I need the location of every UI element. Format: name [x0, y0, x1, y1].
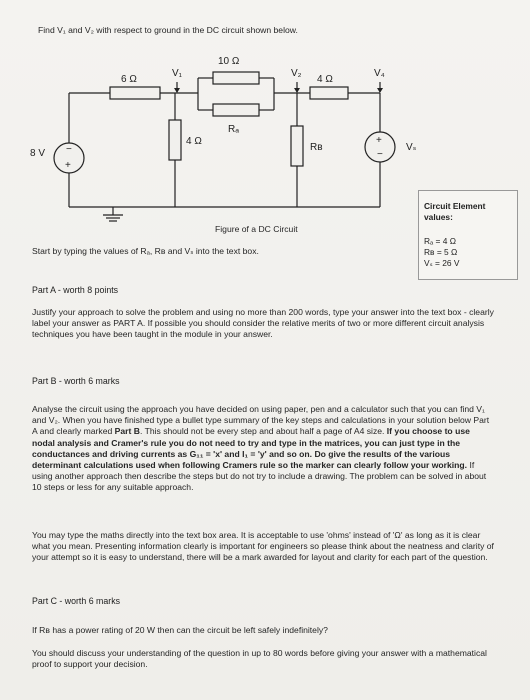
- label-vs-plus: +: [376, 135, 382, 146]
- label-vs-minus: −: [377, 149, 383, 160]
- label-10ohm: 10 Ω: [218, 56, 240, 67]
- part-b-bold-label: Part B: [114, 426, 140, 437]
- label-source-minus: −: [66, 144, 72, 155]
- label-4ohm-mid: 4 Ω: [186, 136, 202, 147]
- part-b-heading: Part B - worth 6 marks: [32, 376, 120, 386]
- figure-caption: Figure of a DC Circuit: [215, 224, 298, 234]
- label-8v: 8 V: [30, 148, 45, 159]
- value-vs: Vₛ = 26 V: [424, 258, 460, 268]
- part-b-body1: Analyse the circuit using the approach y…: [32, 404, 494, 494]
- part-a-heading: Part A - worth 8 points: [32, 285, 119, 295]
- circuit-diagram: 10 Ω 6 Ω V₁ V₂ 4 Ω V₄ Rₐ 4 Ω Rʙ Vₛ 8 V −…: [30, 56, 417, 222]
- value-rb: Rʙ = 5 Ω: [424, 247, 458, 257]
- resistor-ra: [212, 103, 260, 117]
- resistor-10ohm: [212, 71, 260, 85]
- part-b-text-2: . This should not be every step and abou…: [139, 426, 387, 437]
- part-c-body: You should discuss your understanding of…: [32, 648, 494, 670]
- label-ra: Rₐ: [228, 124, 239, 135]
- element-values-title: Circuit Element values:: [424, 201, 486, 222]
- part-b-bold-cramer: If you choose to use nodal analysis and …: [32, 426, 470, 471]
- value-ra: Rₐ = 4 Ω: [424, 236, 456, 246]
- question-text: Find V₁ and V₂ with respect to ground in…: [38, 25, 298, 35]
- label-v2: V₂: [291, 68, 302, 79]
- label-4ohm-right: 4 Ω: [317, 74, 333, 85]
- resistor-4ohm-mid: [168, 119, 182, 161]
- resistor-6ohm: [109, 86, 161, 100]
- label-source-plus: +: [65, 160, 71, 171]
- part-b-paragraph-1: Analyse the circuit using the approach y…: [32, 404, 494, 494]
- label-vs: Vₛ: [406, 142, 417, 153]
- label-rb: Rʙ: [310, 142, 323, 153]
- part-b-body2: You may type the maths directly into the…: [32, 530, 494, 564]
- label-v4: V₄: [374, 68, 385, 79]
- part-b-text-3: If using another approach then describe …: [32, 460, 487, 493]
- part-a-text: Justify your approach to solve the probl…: [32, 307, 494, 340]
- resistor-4ohm-right: [309, 86, 349, 100]
- element-values-box: Circuit Element values: Rₐ = 4 Ω Rʙ = 5 …: [418, 190, 518, 280]
- part-c-heading: Part C - worth 6 marks: [32, 596, 120, 606]
- label-v1: V₁: [172, 68, 183, 79]
- label-6ohm: 6 Ω: [121, 74, 137, 85]
- part-c-question: If Rʙ has a power rating of 20 W then ca…: [32, 625, 328, 635]
- resistor-rb: [290, 125, 304, 167]
- part-b-paragraph-2: You may type the maths directly into the…: [32, 530, 494, 563]
- part-a-body: Justify your approach to solve the probl…: [32, 307, 494, 341]
- part-b-text-1: Analyse the circuit using the approach y…: [32, 404, 490, 437]
- instruction-text: Start by typing the values of Rₐ, Rʙ and…: [32, 246, 259, 256]
- part-c-text: You should discuss your understanding of…: [32, 648, 487, 670]
